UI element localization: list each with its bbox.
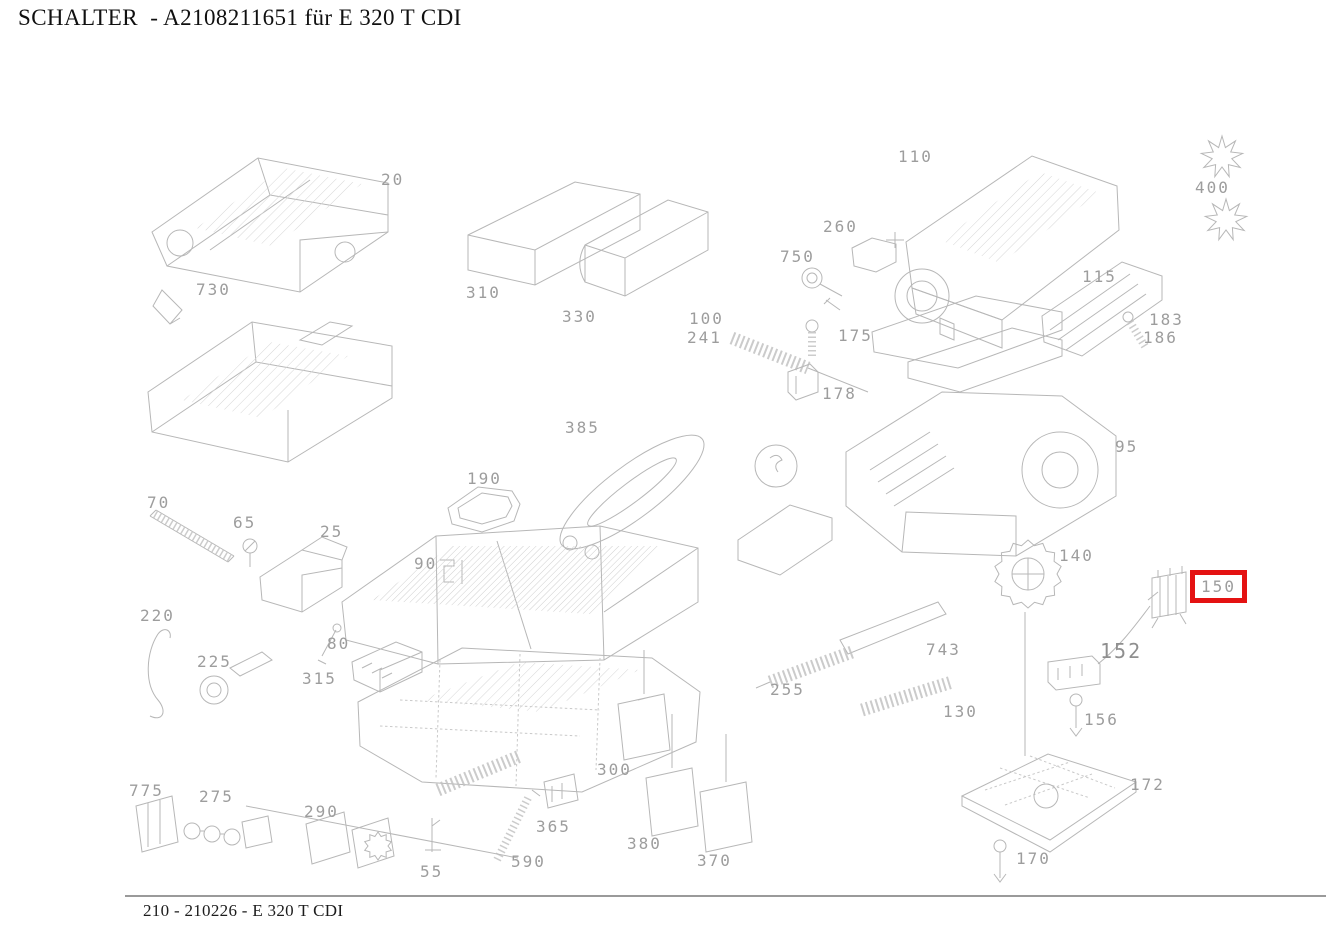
leader-line xyxy=(245,805,519,859)
part-sketch-cluster-290 xyxy=(305,811,395,869)
highlighted-part-label[interactable]: 150 xyxy=(1201,576,1236,596)
circled-mark xyxy=(754,444,798,488)
part-sketch-coil xyxy=(435,749,523,797)
part-sketch-box-25 xyxy=(259,536,348,613)
part-label-175[interactable]: 175 xyxy=(838,326,873,345)
part-label-156[interactable]: 156 xyxy=(1084,710,1119,729)
part-label-172[interactable]: 172 xyxy=(1130,775,1165,794)
part-label-20[interactable]: 20 xyxy=(381,170,405,189)
part-sketch-part-225 xyxy=(199,651,273,705)
part-sketch-center-unit xyxy=(341,525,701,793)
part-sketch-connector-315 xyxy=(351,641,423,693)
footer-divider xyxy=(125,895,1326,897)
part-sketch-clip-55 xyxy=(425,818,441,852)
part-sketch-gear-140 xyxy=(994,539,1062,756)
part-sketch-filter-stack xyxy=(871,268,1063,393)
part-sketch-blower-95 xyxy=(845,391,1117,557)
part-sketch-screw-65 xyxy=(242,538,258,567)
part-sketch-switch-370 xyxy=(699,734,753,853)
part-label-775[interactable]: 775 xyxy=(129,781,164,800)
part-sketch-panel-775 xyxy=(135,795,273,853)
part-label-743[interactable]: 743 xyxy=(926,640,961,659)
part-label-130[interactable]: 130 xyxy=(943,702,978,721)
part-sketch-plug-152 xyxy=(1047,591,1159,691)
part-label-70[interactable]: 70 xyxy=(147,493,171,512)
part-label-310[interactable]: 310 xyxy=(466,283,501,302)
part-sketch-housing-20 xyxy=(151,157,389,293)
part-label-225[interactable]: 225 xyxy=(197,652,232,671)
part-label-590[interactable]: 590 xyxy=(511,852,546,871)
part-sketch-screw-183 xyxy=(1122,311,1150,351)
part-label-65[interactable]: 65 xyxy=(233,513,257,532)
part-label-400[interactable]: 400 xyxy=(1195,178,1230,197)
part-label-140[interactable]: 140 xyxy=(1059,546,1094,565)
part-label-260[interactable]: 260 xyxy=(823,217,858,236)
part-sketch-switch-380 xyxy=(645,714,699,837)
part-sketch-screw-175 xyxy=(805,319,819,356)
part-label-255[interactable]: 255 xyxy=(770,680,805,699)
part-sketch-blade-385 xyxy=(559,434,705,550)
part-sketch-connector-365 xyxy=(543,773,579,809)
part-sketch-switch-300 xyxy=(617,650,671,761)
part-sketch-corrugated-block xyxy=(737,504,833,576)
part-label-25[interactable]: 25 xyxy=(320,522,344,541)
part-sketch-lid-110 xyxy=(905,155,1120,349)
part-sketch-bracket-260 xyxy=(801,232,904,311)
part-label-95[interactable]: 95 xyxy=(1115,437,1139,456)
part-sketch-bolt-156 xyxy=(1069,693,1083,737)
part-label-220[interactable]: 220 xyxy=(140,606,175,625)
part-label-315[interactable]: 315 xyxy=(302,669,337,688)
part-sketch-bracket-178 xyxy=(787,363,819,401)
part-sketch-bolt-80 xyxy=(317,623,342,665)
part-label-190[interactable]: 190 xyxy=(467,469,502,488)
part-label-275[interactable]: 275 xyxy=(199,787,234,806)
part-label-170[interactable]: 170 xyxy=(1016,849,1051,868)
part-sketch-panel-115 xyxy=(1041,261,1163,357)
part-label-290[interactable]: 290 xyxy=(304,802,339,821)
part-label-178[interactable]: 178 xyxy=(822,384,857,403)
part-label-380[interactable]: 380 xyxy=(627,834,662,853)
part-label-90[interactable]: 90 xyxy=(414,554,438,573)
part-label-55[interactable]: 55 xyxy=(420,862,444,881)
part-label-330[interactable]: 330 xyxy=(562,307,597,326)
part-label-110[interactable]: 110 xyxy=(898,147,933,166)
part-sketch-box-310 xyxy=(467,181,641,286)
part-label-186[interactable]: 186 xyxy=(1143,328,1178,347)
part-sketch-plate-172 xyxy=(960,753,1138,883)
highlight-box: 150 xyxy=(1190,570,1247,603)
part-label-100[interactable]: 100 xyxy=(689,309,724,328)
part-label-300[interactable]: 300 xyxy=(597,760,632,779)
page-title: SCHALTER - A2108211651 für E 320 T CDI xyxy=(18,5,462,30)
part-sketch-housing-lower xyxy=(147,321,393,463)
part-label-365[interactable]: 365 xyxy=(536,817,571,836)
part-label-750[interactable]: 750 xyxy=(780,247,815,266)
part-sketch-switch-150 xyxy=(1151,566,1187,629)
part-sketch-stars-400 xyxy=(1199,134,1249,242)
part-label-385[interactable]: 385 xyxy=(565,418,600,437)
part-label-730[interactable]: 730 xyxy=(196,280,231,299)
part-label-241[interactable]: 241 xyxy=(687,328,722,347)
part-label-152[interactable]: 152 xyxy=(1100,639,1143,663)
part-sketch-spring-255 xyxy=(755,645,855,689)
part-sketch-spring-130 xyxy=(860,675,954,717)
part-label-183[interactable]: 183 xyxy=(1149,310,1184,329)
part-sketch-box-330 xyxy=(579,199,709,297)
part-label-115[interactable]: 115 xyxy=(1082,267,1117,286)
part-sketch-rail-70 xyxy=(149,509,235,563)
footer-text: 210 - 210226 - E 320 T CDI xyxy=(143,901,344,920)
part-sketch-hook-220 xyxy=(147,629,171,719)
part-label-370[interactable]: 370 xyxy=(697,851,732,870)
part-sketch-screw-590 xyxy=(493,789,541,862)
part-sketch-clip-730 xyxy=(152,289,183,325)
part-label-80[interactable]: 80 xyxy=(327,634,351,653)
